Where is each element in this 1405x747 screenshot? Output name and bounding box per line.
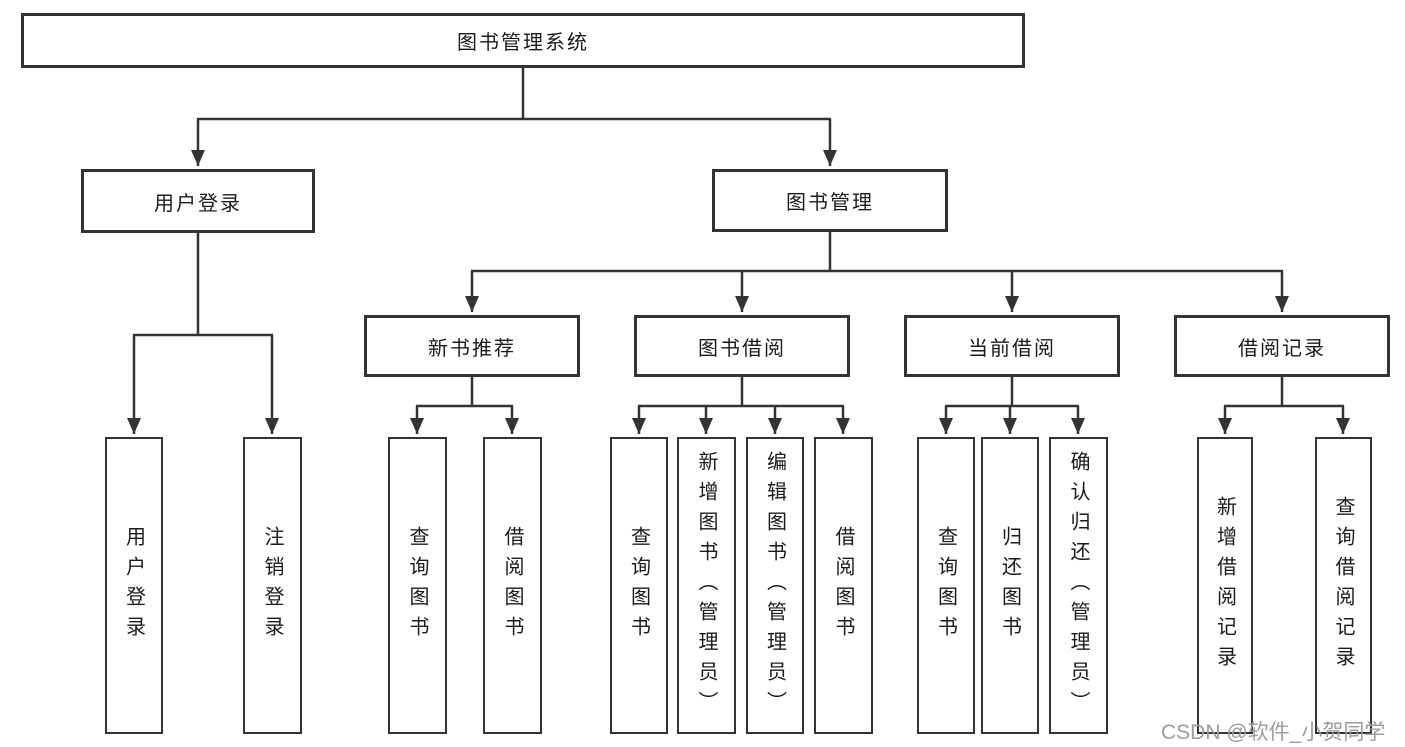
leaf-edit-books-admin: 编辑图书（管理员） <box>746 437 804 734</box>
leaf-query-borrow-record: 查询借阅记录 <box>1315 437 1372 734</box>
leaf-borrow-books-recommend: 借阅图书 <box>483 437 542 734</box>
leaf-add-borrow-record: 新增借阅记录 <box>1197 437 1253 734</box>
leaf-confirm-return-admin: 确认归还（管理员） <box>1049 437 1108 734</box>
leaf-user-login: 用户登录 <box>105 437 163 734</box>
node-current-borrow: 当前借阅 <box>904 315 1120 377</box>
node-root-system: 图书管理系统 <box>21 13 1025 68</box>
node-new-book-recommend: 新书推荐 <box>364 315 580 377</box>
node-book-borrow: 图书借阅 <box>634 315 850 377</box>
node-book-management: 图书管理 <box>712 169 948 232</box>
leaf-logout: 注销登录 <box>243 437 302 734</box>
leaf-query-books-current: 查询图书 <box>917 437 975 734</box>
node-borrow-records: 借阅记录 <box>1174 315 1390 377</box>
leaf-add-books-admin: 新增图书（管理员） <box>677 437 736 734</box>
leaf-borrow-books: 借阅图书 <box>814 437 873 734</box>
node-user-login: 用户登录 <box>81 169 315 233</box>
leaf-query-books-borrow: 查询图书 <box>610 437 668 734</box>
csdn-watermark: CSDN @软件_小贺同学 <box>1161 721 1386 744</box>
leaf-return-books: 归还图书 <box>981 437 1039 734</box>
leaf-query-books-recommend: 查询图书 <box>388 437 447 734</box>
